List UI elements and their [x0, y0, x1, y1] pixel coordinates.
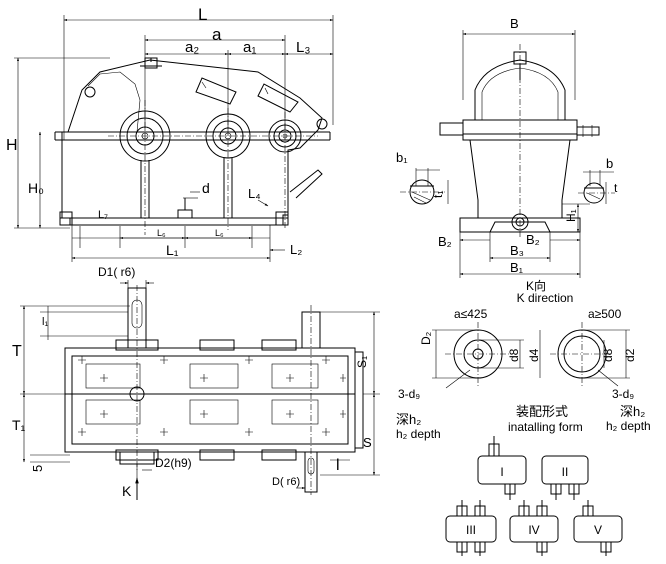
label-H1: H₁ — [564, 209, 578, 222]
label-depth-cn-right: 深h₂ — [620, 404, 645, 419]
label-a: a — [212, 25, 222, 44]
form-II: II — [541, 455, 589, 500]
k-view-title-en: K direction — [517, 291, 574, 305]
label-B: B — [510, 16, 519, 31]
top-view: D1( r6) T T₁ l₁ 5 — [12, 265, 380, 500]
label-D2: D2(h9) — [155, 456, 192, 470]
label-3-d9-left: 3-d₉ — [398, 387, 420, 401]
label-a1: a₁ — [243, 39, 256, 56]
label-d2: d2 — [623, 348, 637, 362]
label-3-d9-right: 3-d₉ — [612, 387, 634, 401]
label-B3: B₃ — [510, 243, 524, 258]
installing-form-title-en: inatalling form — [508, 420, 583, 434]
label-a-le-425: a≤425 — [454, 307, 488, 321]
label-a2: a₂ — [185, 39, 199, 56]
form-III-label: III — [466, 523, 476, 537]
form-V: V — [573, 500, 623, 556]
label-L2: L₂ — [290, 242, 302, 257]
label-B2-right: B₂ — [526, 232, 540, 247]
label-K: K — [122, 483, 132, 499]
label-a-ge-500: a≥500 — [588, 307, 622, 321]
form-II-label: II — [562, 465, 569, 479]
label-H0: H₀ — [28, 180, 44, 196]
form-IV: IV — [509, 500, 559, 556]
label-depth-en-right: h₂ depth — [606, 419, 651, 433]
label-b: b — [606, 156, 613, 171]
label-L: L — [198, 5, 207, 24]
k-view-title-cn: K向 — [526, 278, 546, 293]
side-view: B — [396, 16, 618, 305]
form-IV-label: IV — [528, 523, 539, 537]
output-shaft-section — [400, 179, 445, 205]
label-d4: d4 — [527, 348, 541, 362]
input-shaft-section — [578, 182, 615, 204]
label-d8-left: d8 — [507, 348, 521, 362]
label-B2-left: B₂ — [438, 234, 452, 249]
label-depth-cn-left: 深h₂ — [396, 412, 421, 427]
label-l1: l₁ — [42, 316, 48, 328]
label-L1: L₁ — [166, 242, 179, 258]
label-D1: D1( r6) — [98, 265, 135, 279]
label-B1: B₁ — [510, 260, 524, 275]
label-L7: L₇ — [98, 209, 108, 221]
label-D: D( r6) — [272, 476, 300, 488]
shaft-end-details: a≤425 a≥500 D₂ d8 d4 3-d₉ 深h₂ h₂ depth d… — [396, 307, 651, 441]
label-L3: L₃ — [296, 39, 310, 56]
label-depth-en-left: h₂ depth — [396, 427, 441, 441]
label-t: t — [614, 181, 618, 195]
label-T: T — [12, 343, 22, 360]
label-H: H — [6, 137, 18, 154]
form-V-label: V — [594, 523, 602, 537]
label-D2-detail: D₂ — [419, 331, 433, 345]
label-l: l — [336, 457, 340, 474]
form-I: I — [477, 436, 527, 500]
installing-form-title-cn: 装配形式 — [516, 404, 568, 419]
installation-forms: 装配形式 inatalling form I II — [445, 404, 623, 556]
label-L6-left: L₆ — [157, 228, 166, 238]
label-t1: t₁ — [431, 191, 445, 198]
label-T1: T₁ — [12, 417, 26, 433]
label-S1: S₁ — [355, 356, 369, 368]
label-b1: b₁ — [396, 150, 408, 165]
label-L6-right: L₆ — [215, 228, 224, 238]
label-L4: L₄ — [248, 186, 261, 201]
label-d: d — [202, 180, 210, 196]
form-III: III — [445, 500, 497, 556]
label-5: 5 — [30, 465, 45, 472]
label-d8-right: d8 — [601, 348, 615, 362]
front-view: L a a₂ a₁ L₃ H H₀ — [6, 5, 334, 262]
form-I-label: I — [500, 465, 503, 479]
label-S: S — [363, 435, 372, 450]
